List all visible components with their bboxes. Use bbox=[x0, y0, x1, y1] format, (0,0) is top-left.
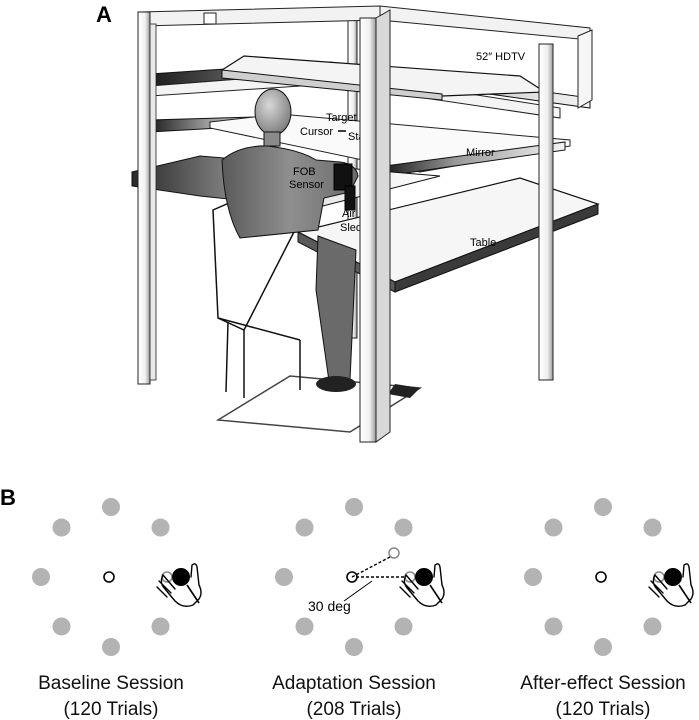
session-name-adaptation: Adaptation Session bbox=[272, 673, 436, 694]
hand-icon bbox=[399, 563, 445, 608]
start-circle bbox=[595, 571, 607, 583]
floor-shadow bbox=[388, 384, 420, 398]
hand-target-dot bbox=[664, 568, 682, 586]
front-center-post bbox=[359, 17, 377, 443]
panel-b: B 30 deg Baseline Session (120 Trials) A… bbox=[0, 485, 694, 720]
rotated-cursor bbox=[388, 547, 400, 559]
table-label: Table bbox=[470, 237, 496, 249]
air-sled bbox=[344, 185, 356, 211]
target-dot bbox=[52, 518, 71, 537]
target-dot bbox=[394, 518, 413, 537]
seated-person bbox=[221, 88, 359, 392]
panel-a-letter: A bbox=[96, 2, 112, 27]
target-label: Target bbox=[326, 112, 357, 124]
air-label-2: Sled bbox=[340, 222, 362, 234]
target-dot bbox=[295, 617, 314, 636]
rotation-label: 30 deg bbox=[308, 598, 351, 614]
left-back-post-side bbox=[149, 23, 157, 381]
head bbox=[254, 88, 292, 136]
target-dot bbox=[151, 617, 170, 636]
left-back-post bbox=[137, 11, 151, 385]
session-trials-baseline: (120 Trials) bbox=[63, 699, 158, 720]
fob-sensor-device bbox=[333, 163, 353, 191]
mirror-label: Mirror bbox=[466, 147, 495, 159]
sensor-cable bbox=[678, 584, 692, 604]
sensor-cable bbox=[429, 584, 443, 604]
right-top-corner bbox=[577, 29, 593, 109]
target-dot bbox=[594, 638, 612, 656]
target-dot bbox=[295, 518, 314, 537]
front-center-post-side bbox=[375, 9, 391, 443]
target-dot bbox=[524, 568, 542, 586]
session-diagrams bbox=[32, 498, 694, 656]
hand-icon bbox=[156, 563, 202, 608]
session-name-aftereffect: After-effect Session bbox=[520, 673, 685, 694]
rotated-path bbox=[351, 556, 391, 578]
chair-seat-edge bbox=[217, 317, 301, 341]
hand-target-dot bbox=[172, 568, 190, 586]
target-dot bbox=[394, 617, 413, 636]
session-trials-aftereffect: (120 Trials) bbox=[555, 699, 650, 720]
tv-label: 52″ HDTV bbox=[476, 51, 526, 63]
start-circle bbox=[103, 571, 115, 583]
target-dot bbox=[102, 638, 120, 656]
top-frame-right-beam bbox=[379, 5, 591, 41]
target-dot bbox=[594, 498, 612, 516]
target-dot bbox=[544, 617, 563, 636]
panel-a: A 52″ HDTV Mirror Target Cursor Start bbox=[96, 2, 600, 443]
target-dot bbox=[275, 568, 293, 586]
target-dot bbox=[643, 518, 662, 537]
fob-label-1: FOB bbox=[293, 166, 316, 178]
legs bbox=[315, 235, 357, 389]
target-dot bbox=[345, 638, 363, 656]
target-dot bbox=[52, 617, 71, 636]
top-frame-back-beam bbox=[139, 5, 381, 27]
right-front-post bbox=[538, 43, 554, 381]
target-dot bbox=[32, 568, 50, 586]
panel-b-letter: B bbox=[0, 485, 16, 510]
shoe bbox=[316, 376, 356, 392]
torso bbox=[221, 145, 359, 239]
hand-target-dot bbox=[415, 568, 433, 586]
session-trials-adaptation: (208 Trials) bbox=[306, 699, 401, 720]
hand-icon bbox=[648, 563, 694, 608]
angle-pointer bbox=[343, 580, 373, 602]
air-label-1: Air bbox=[342, 208, 356, 220]
target-dot bbox=[643, 617, 662, 636]
target-dot bbox=[345, 498, 363, 516]
chair-leg bbox=[225, 321, 229, 393]
target-dot bbox=[544, 518, 563, 537]
cursor-label: Cursor bbox=[300, 126, 333, 138]
fob-label-2: Sensor bbox=[289, 179, 324, 191]
target-dot bbox=[151, 518, 170, 537]
target-dot bbox=[102, 498, 120, 516]
neck bbox=[263, 131, 281, 147]
session-name-baseline: Baseline Session bbox=[38, 673, 184, 694]
frame-joint bbox=[203, 12, 217, 25]
sensor-cable bbox=[186, 584, 200, 604]
